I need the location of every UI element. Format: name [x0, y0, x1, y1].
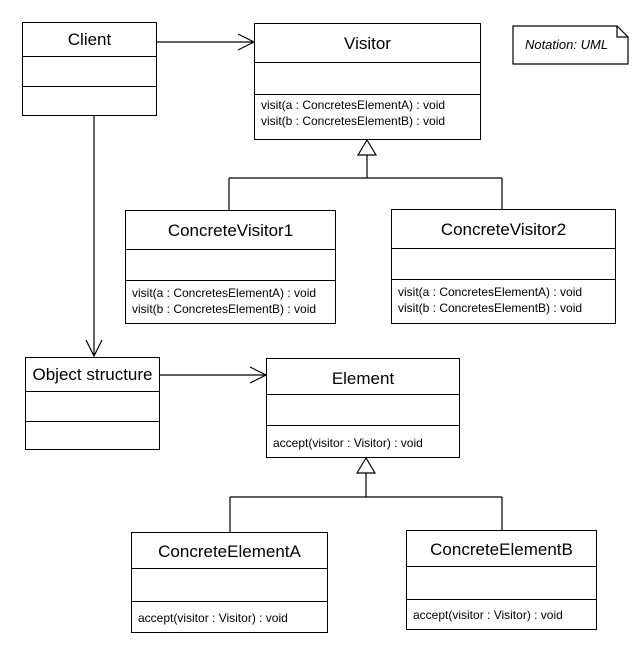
class-concrete-element-b: ConcreteElementB accept(visitor : Visito…	[406, 530, 597, 630]
class-name: Object structure	[32, 365, 153, 384]
class-divider	[407, 599, 596, 600]
note-text: Notation: UML	[524, 37, 609, 52]
class-divider	[267, 394, 459, 395]
class-divider	[23, 56, 156, 57]
class-divider	[392, 279, 615, 280]
class-divider	[255, 94, 480, 95]
operation: visit(b : ConcretesElementB) : void	[398, 301, 583, 315]
operation: visit(a : ConcretesElementA) : void	[261, 98, 446, 112]
operation: visit(b : ConcretesElementB) : void	[132, 302, 317, 316]
client-objectstructure-association	[85, 116, 103, 358]
class-divider	[26, 391, 159, 392]
class-divider	[132, 568, 327, 569]
class-object-structure: Object structure	[25, 357, 160, 450]
notation-note: Notation: UML	[512, 25, 629, 65]
class-operations: visit(a : ConcretesElementA) : void visi…	[261, 97, 476, 129]
operation: accept(visitor : Visitor) : void	[138, 611, 288, 625]
client-visitor-association	[157, 33, 256, 51]
class-divider	[126, 249, 335, 250]
operation: visit(b : ConcretesElementB) : void	[261, 114, 446, 128]
objectstructure-element-association	[160, 366, 268, 384]
operation: accept(visitor : Visitor) : void	[273, 436, 423, 450]
class-name: Visitor	[344, 34, 391, 53]
class-divider	[132, 601, 327, 602]
class-operations: accept(visitor : Visitor) : void	[138, 610, 323, 626]
class-divider	[407, 566, 596, 567]
class-name: ConcreteVisitor1	[167, 221, 294, 240]
class-divider	[26, 421, 159, 422]
class-operations: visit(a : ConcretesElementA) : void visi…	[132, 285, 331, 317]
class-operations: accept(visitor : Visitor) : void	[413, 607, 592, 623]
class-client: Client	[22, 22, 157, 116]
class-visitor: Visitor visit(a : ConcretesElementA) : v…	[254, 23, 481, 140]
class-divider	[392, 248, 615, 249]
operation: visit(a : ConcretesElementA) : void	[398, 285, 583, 299]
class-concrete-visitor2: ConcreteVisitor2 visit(a : ConcretesElem…	[391, 209, 616, 324]
class-operations: visit(a : ConcretesElementA) : void visi…	[398, 284, 611, 316]
note-shape	[512, 25, 629, 65]
class-concrete-visitor1: ConcreteVisitor1 visit(a : ConcretesElem…	[125, 210, 336, 324]
operation: accept(visitor : Visitor) : void	[413, 608, 563, 622]
class-name: ConcreteElementB	[430, 540, 573, 559]
class-operations: accept(visitor : Visitor) : void	[273, 435, 455, 451]
class-divider	[267, 425, 459, 426]
class-name: Element	[331, 369, 395, 388]
class-name: ConcreteElementA	[158, 542, 301, 561]
class-divider	[23, 86, 156, 87]
operation: visit(a : ConcretesElementA) : void	[132, 286, 317, 300]
class-divider	[126, 280, 335, 281]
class-divider	[255, 62, 480, 63]
class-name: Client	[67, 30, 112, 49]
class-element: Element accept(visitor : Visitor) : void	[266, 358, 460, 458]
class-name: ConcreteVisitor2	[440, 220, 567, 239]
visitor-generalization	[228, 138, 503, 210]
element-generalization	[229, 456, 503, 532]
class-concrete-element-a: ConcreteElementA accept(visitor : Visito…	[131, 532, 328, 633]
